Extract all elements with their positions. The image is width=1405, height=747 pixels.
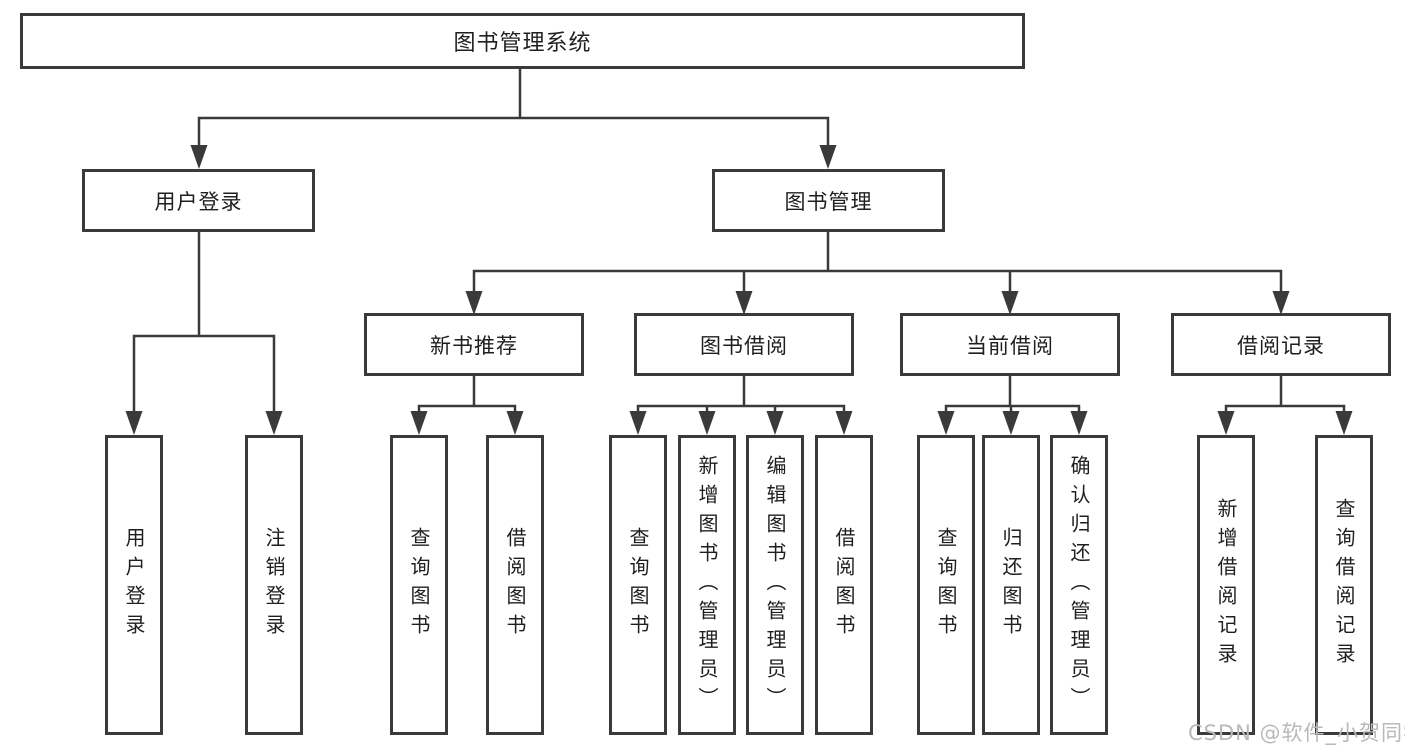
leaf-add-book-admin: 新增图书（管理员）: [678, 435, 736, 735]
leaf-add-borrow-record: 新增借阅记录: [1197, 435, 1255, 735]
leaf-borrow-book-recommend: 借阅图书: [486, 435, 544, 735]
node-current-borrow: 当前借阅: [900, 313, 1120, 376]
node-root-library-system: 图书管理系统: [20, 13, 1025, 69]
leaf-query-book-recommend: 查询图书: [390, 435, 448, 735]
watermark: CSDN @软件_小贺同学: [1188, 721, 1405, 745]
leaf-query-borrow-record: 查询借阅记录: [1315, 435, 1373, 735]
leaf-edit-book-admin: 编辑图书（管理员）: [746, 435, 804, 735]
node-new-book-recommend: 新书推荐: [364, 313, 584, 376]
leaf-user-login: 用户登录: [105, 435, 163, 735]
node-book-borrow: 图书借阅: [634, 313, 854, 376]
node-borrow-records: 借阅记录: [1171, 313, 1391, 376]
node-book-management: 图书管理: [712, 169, 945, 232]
leaf-confirm-return-admin: 确认归还（管理员）: [1050, 435, 1108, 735]
node-user-login: 用户登录: [82, 169, 315, 232]
leaf-return-book: 归还图书: [982, 435, 1040, 735]
leaf-query-book-borrow: 查询图书: [609, 435, 667, 735]
leaf-logout: 注销登录: [245, 435, 303, 735]
leaf-borrow-book: 借阅图书: [815, 435, 873, 735]
leaf-query-book-current: 查询图书: [917, 435, 975, 735]
